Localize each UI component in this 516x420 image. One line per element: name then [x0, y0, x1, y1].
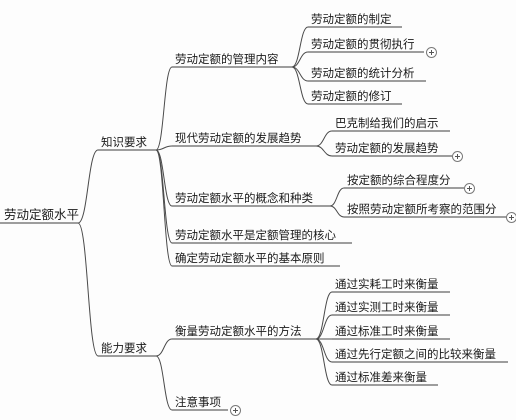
leaf-quota-development-trends[interactable]: 劳动定额的发展趋势: [335, 141, 439, 155]
root-node[interactable]: 劳动定额水平: [4, 207, 80, 222]
connector: [77, 222, 99, 357]
topic-quota-level-principles[interactable]: 确定劳动定额水平的基本原则: [175, 251, 325, 265]
leaf-quota-formulation[interactable]: 劳动定额的制定: [311, 12, 392, 26]
connector: [155, 149, 173, 244]
connector: [291, 26, 309, 68]
connector: [155, 338, 173, 357]
connector: [315, 130, 333, 147]
connector: [315, 314, 333, 340]
topic-notes[interactable]: 注意事项: [175, 395, 221, 409]
connector: [315, 338, 333, 386]
expand-icon[interactable]: [230, 405, 241, 416]
expand-icon[interactable]: [506, 212, 516, 223]
topic-modern-quota-trends[interactable]: 现代劳动定额的发展趋势: [175, 131, 302, 145]
topic-quota-level-concept-types[interactable]: 劳动定额水平的概念和种类: [175, 191, 313, 205]
topic-measurement-methods[interactable]: 衡量劳动定额水平的方法: [175, 324, 302, 338]
connector: [155, 355, 173, 411]
leaf-standard-deviation[interactable]: 通过标准差来衡量: [335, 370, 427, 384]
leaf-prior-quota-comparison[interactable]: 通过先行定额之间的比较来衡量: [335, 347, 496, 361]
connector: [155, 145, 173, 151]
leaf-bakke-lessons[interactable]: 巴克制给我们的启示: [335, 116, 439, 130]
leaf-quota-statistics[interactable]: 劳动定额的统计分析: [311, 66, 415, 80]
connector: [291, 66, 309, 105]
topic-quota-management-content[interactable]: 劳动定额的管理内容: [175, 52, 279, 66]
expand-icon[interactable]: [452, 151, 463, 162]
leaf-measured-hours[interactable]: 通过实测工时来衡量: [335, 300, 439, 314]
leaf-quota-revision[interactable]: 劳动定额的修订: [311, 89, 392, 103]
leaf-by-composite-degree[interactable]: 按定额的综合程度分: [347, 173, 451, 187]
connector: [291, 51, 309, 68]
branch-knowledge-requirements[interactable]: 知识要求: [101, 135, 147, 149]
connector: [77, 149, 99, 224]
topic-quota-level-core[interactable]: 劳动定额水平是定额管理的核心: [175, 228, 336, 242]
connector: [329, 187, 345, 207]
connector: [315, 338, 333, 363]
connector: [315, 145, 333, 157]
leaf-actual-hours[interactable]: 通过实耗工时来衡量: [335, 277, 439, 291]
expand-icon[interactable]: [464, 183, 475, 194]
connector: [155, 149, 173, 267]
connector: [315, 291, 333, 340]
connector: [155, 66, 173, 151]
leaf-standard-hours[interactable]: 通过标准工时来衡量: [335, 324, 439, 338]
connector: [329, 205, 345, 218]
leaf-quota-implementation[interactable]: 劳动定额的贯彻执行: [311, 37, 415, 51]
expand-icon[interactable]: [426, 47, 437, 58]
leaf-by-scope[interactable]: 按照劳动定额所考察的范围分: [347, 202, 497, 216]
branch-ability-requirements[interactable]: 能力要求: [101, 341, 147, 355]
